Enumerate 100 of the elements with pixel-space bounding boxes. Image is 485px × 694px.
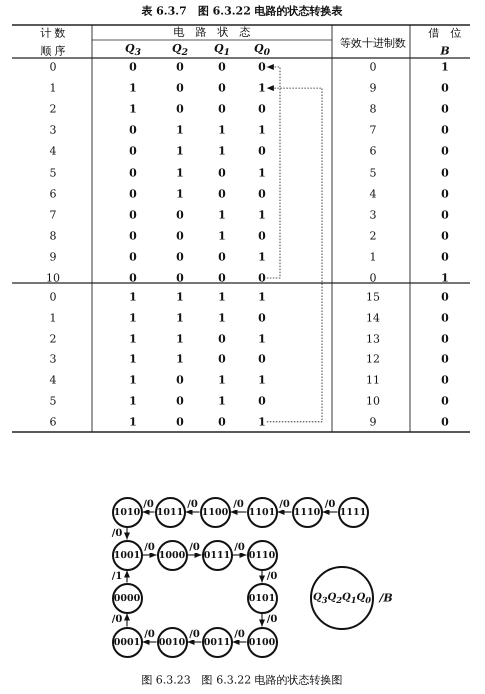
arrow [232,639,246,645]
table-cell: 1 [258,167,266,178]
table-cell: 0 [258,146,266,157]
state-circle: 1111 [338,496,368,528]
edge-label: /0 [112,615,122,625]
table-cell: 1 [129,292,137,302]
table-cell: 0 [370,62,376,72]
table-cell: 0 [441,374,449,386]
table-cell: 0 [441,146,449,157]
state-circle: 0000 [112,582,142,614]
table-cell: 0 [441,167,449,178]
table-cell: 0 [176,251,184,262]
table-header: 顺 序 [40,46,66,56]
arrow [230,509,246,515]
table-cell: 2 [370,230,376,242]
arrow [124,528,130,540]
state-circle: 1001 [112,540,142,570]
state-circle: 1010 [112,496,142,528]
legend-circle: Q$_{3}$Q$_{2}$Q$_{1}$Q$_{0}$ [310,566,374,630]
table-cell: 1 [218,396,226,406]
table-cell: 1 [129,333,137,344]
edge-label: /0 [189,543,200,553]
table-cell: 0 [50,292,56,302]
arrow [259,570,265,582]
state-circle: 1011 [154,496,186,528]
table-cell: 0 [370,272,376,284]
table-cell: 0 [258,396,266,406]
table-cell: 1 [218,374,226,386]
edge-label: /0 [234,543,245,553]
table-cell: 1 [258,124,266,136]
table-cell: 1 [218,124,226,136]
arrow [142,509,154,515]
state-circle: 0111 [202,540,232,570]
table-cell: 0 [218,82,226,94]
state-circle: 1110 [292,496,322,528]
table-cell: 1 [176,354,184,365]
table-cell: 0 [50,62,56,72]
arrow [186,509,200,515]
table-cell: 1 [218,209,226,220]
table-cell: 5 [370,167,376,178]
table-cell: 0 [218,167,226,178]
table-cell: 1 [176,124,184,136]
table-cell: 0 [218,416,226,428]
table-cell: 0 [176,62,184,72]
table-cell: 0 [258,354,266,365]
arrow [142,552,156,558]
arrow [188,552,202,558]
edge-label: /0 [234,630,245,640]
table-cell: 1 [129,374,137,386]
table-cell: 0 [176,230,184,242]
table-cell: 0 [441,312,449,324]
edge-label: /0 [187,500,198,510]
table-header: Q$_{2}$ [172,42,188,58]
table-cell: 5 [50,396,56,406]
arrow [278,509,292,515]
table-cell: 3 [370,209,376,220]
arrow [232,552,246,558]
table-header: 等效十进制数 [340,38,406,48]
table-cell: 0 [218,333,226,344]
table-cell: 1 [176,333,184,344]
table-cell: 1 [258,209,266,220]
table-cell: 10 [366,396,380,406]
table-cell: 1 [258,292,266,302]
table-header: 电 路 状 态 [174,26,250,38]
table-cell: 0 [441,251,449,262]
table-header: Q$_{1}$ [214,42,230,58]
table-cell: 0 [218,272,226,284]
arrow [322,509,338,515]
table-cell: 0 [176,272,184,284]
table-cell: 0 [258,62,266,72]
table-cell: 1 [176,167,184,178]
table-cell: 1 [129,82,137,94]
table-cell: 0 [218,62,226,72]
table-cell: 0 [176,209,184,220]
table-cell: 8 [50,230,56,242]
table-cell: 0 [218,104,226,115]
table-cell: 0 [176,396,184,406]
table-cell: 1 [50,312,56,324]
table-cell: 1 [258,251,266,262]
table-cell: 6 [50,188,56,200]
table-cell: 7 [50,209,56,220]
table-cell: 1 [218,312,226,324]
table-cell: 0 [176,416,184,428]
arrow [188,639,202,645]
edge-label: /0 [266,615,278,625]
table-cell: 0 [441,230,449,242]
table-cell: 0 [176,82,184,94]
edge-label: /0 [112,528,122,538]
edge-label: /0 [324,500,336,510]
table-cell: 7 [370,124,376,136]
state-circle: 0010 [156,626,188,658]
table-cell: 9 [370,416,376,428]
table-cell: 0 [441,292,449,302]
table-cell: 11 [366,374,380,386]
table-cell: 1 [218,146,226,157]
table-cell: 0 [258,312,266,324]
table-cell: 0 [129,209,137,220]
table-cell: 0 [176,104,184,115]
state-circle: 1101 [246,496,278,528]
table-header: B [440,46,450,56]
